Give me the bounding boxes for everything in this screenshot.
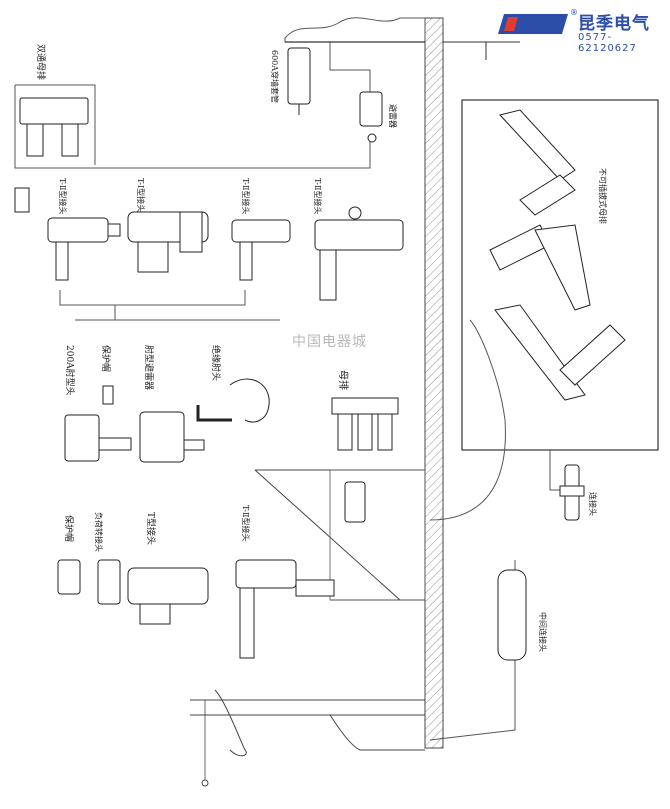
label-non-removable-bus: 不可插拔式母排: [598, 168, 608, 224]
elbow-group: [64, 378, 270, 463]
switchgear-enclosure: [461, 99, 659, 451]
label-t2-connector-d: T-Ⅱ型接头: [241, 505, 251, 541]
label-protective-cap-b: 保护帽: [63, 515, 75, 542]
brand-block: ® 昆季电气 0577-62120627: [498, 6, 668, 54]
label-straight-connector: 连接头: [588, 492, 598, 516]
bushing-arrester: [287, 47, 383, 143]
floor-slab: [254, 469, 426, 601]
wall: [284, 17, 520, 749]
label-t-connector: T型接头: [145, 512, 157, 545]
label-busbar: 母排: [337, 370, 350, 390]
cable-trench: [190, 689, 425, 787]
label-elbow-arrester: 肘型避雷器: [143, 345, 155, 390]
lower-connector-row: [57, 481, 366, 659]
enclosure-connectors: [489, 109, 626, 661]
label-insulated-elbow: 绝缘肘头: [210, 345, 222, 381]
label-t1-connector: T-Ⅰ型接头: [136, 178, 146, 212]
label-double-bus: 双通母排: [35, 44, 47, 80]
brand-logo-icon: [498, 14, 568, 34]
busbar-component: [331, 397, 399, 451]
label-t2-connector-b: T-Ⅱ型接头: [241, 178, 251, 214]
brand-phone: 0577-62120627: [578, 32, 637, 54]
brand-registered-mark: ®: [570, 8, 578, 17]
label-protective-cap-a: 保护帽: [100, 345, 112, 372]
label-arrester: 避雷器: [388, 104, 398, 128]
upper-connector-row: [47, 206, 404, 301]
brand-name: 昆季电气: [578, 14, 650, 34]
cable-lines: [14, 42, 570, 741]
label-middle-connector: 中间连接头: [538, 612, 548, 652]
watermark-text: 中国电器城: [292, 334, 367, 350]
label-load-break: 负荷转接头: [94, 512, 104, 552]
label-bushing-600a: 600A穿墙套管: [270, 50, 280, 103]
label-t2-connector-c: T-Ⅱ型接头: [313, 178, 323, 214]
label-t2-connector-a: T-Ⅱ型接头: [58, 178, 68, 214]
double-bus-component: [14, 97, 89, 213]
label-connector-200a: 200A肘型头: [64, 345, 75, 396]
